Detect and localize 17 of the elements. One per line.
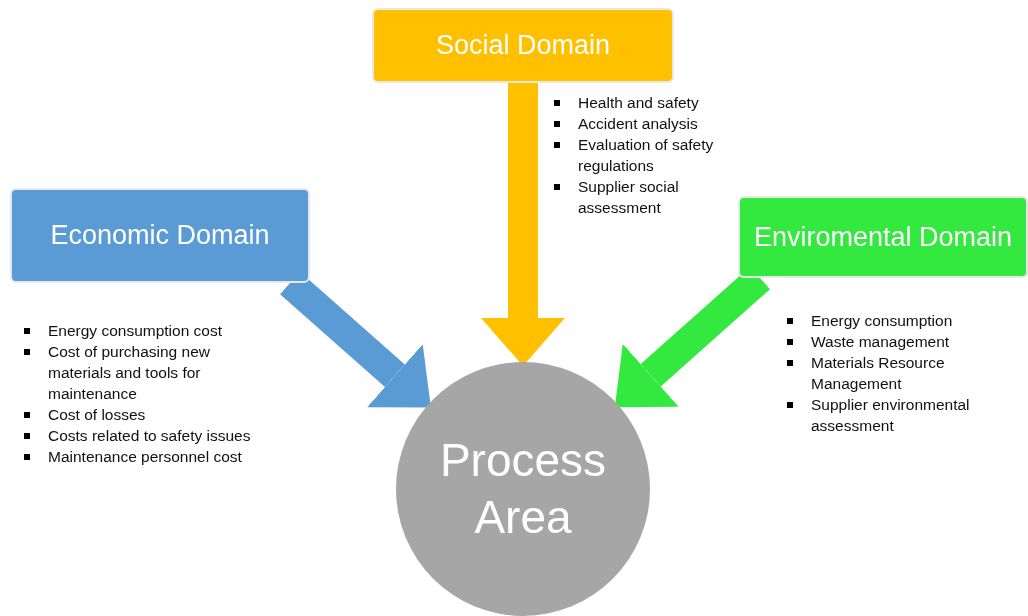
bullet-item: Energy consumption [783,310,1003,331]
bullet-item: Cost of purchasing new materials and tools for maintenance [20,341,270,404]
domain-box: Enviromental Domain [738,196,1028,278]
domain-box: Social Domain [372,8,674,83]
bullet-item: Health and safety [550,92,732,113]
circle-label: Process Area [438,432,608,545]
bullet-item: Supplier social assessment [550,176,732,218]
domain-box: Economic Domain [10,188,310,283]
bullet-item: Energy consumption cost [20,320,270,341]
bullet-item: Accident analysis [550,113,732,134]
bullet-item: Supplier environmental assessment [783,394,1003,436]
bullet-item: Maintenance personnel cost [20,446,270,467]
bullet-item: Costs related to safety issues [20,425,270,446]
bullet-item: Cost of losses [20,404,270,425]
bullet-item: Evaluation of safety regulations [550,134,732,176]
bullet-item: Waste management [783,331,1003,352]
bullet-item: Materials Resource Management [783,352,1003,394]
